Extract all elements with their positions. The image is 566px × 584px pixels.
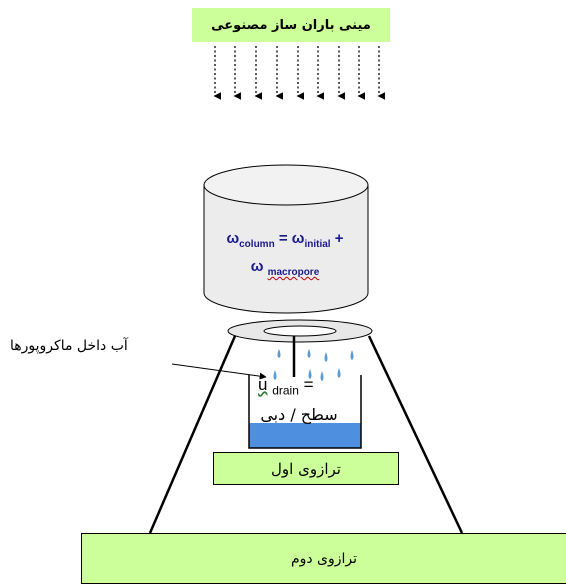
initial-subscript: initial — [304, 239, 331, 250]
macropore-subscript: macropore — [267, 267, 320, 278]
drainage-formula: u drain = — [258, 375, 314, 397]
stand-legs — [148, 335, 464, 534]
soil-column-cylinder — [203, 164, 369, 314]
first-balance: ترازوی اول — [213, 452, 399, 485]
formula-line-2: ω macropore — [250, 258, 320, 278]
equals-sign: = — [303, 375, 314, 394]
drainage-symbol: u — [258, 375, 268, 394]
column-subscript: column — [239, 239, 275, 250]
formula-line-1: ωcolumn = ωinitial + — [226, 230, 344, 250]
label-pointer-arrow — [171, 363, 267, 380]
rain-arrows — [213, 46, 386, 100]
equals-sign: = — [278, 230, 288, 247]
drain-subscript: drain — [272, 383, 299, 398]
rain-simulator-text: مینی باران ساز مصنوعی — [211, 17, 371, 33]
rain-simulator-label: مینی باران ساز مصنوعی — [192, 8, 390, 42]
moisture-formula: ωcolumn = ωinitial + ω macropore — [206, 228, 364, 284]
plus-sign: + — [334, 230, 344, 247]
macropore-water-label: آب داخل ماکروپورها — [10, 338, 128, 354]
first-balance-label: ترازوی اول — [271, 459, 341, 478]
flow-area-text: سطح / دبی — [260, 405, 338, 424]
omega-symbol: ω — [226, 230, 240, 247]
second-balance: ترازوی دوم — [81, 533, 566, 584]
second-balance-label: ترازوی دوم — [290, 550, 358, 567]
water-drops — [273, 349, 354, 381]
omega-symbol: ω — [291, 230, 305, 247]
omega-symbol: ω — [250, 258, 264, 275]
collection-beaker — [248, 375, 362, 449]
collector-ring — [227, 319, 373, 343]
